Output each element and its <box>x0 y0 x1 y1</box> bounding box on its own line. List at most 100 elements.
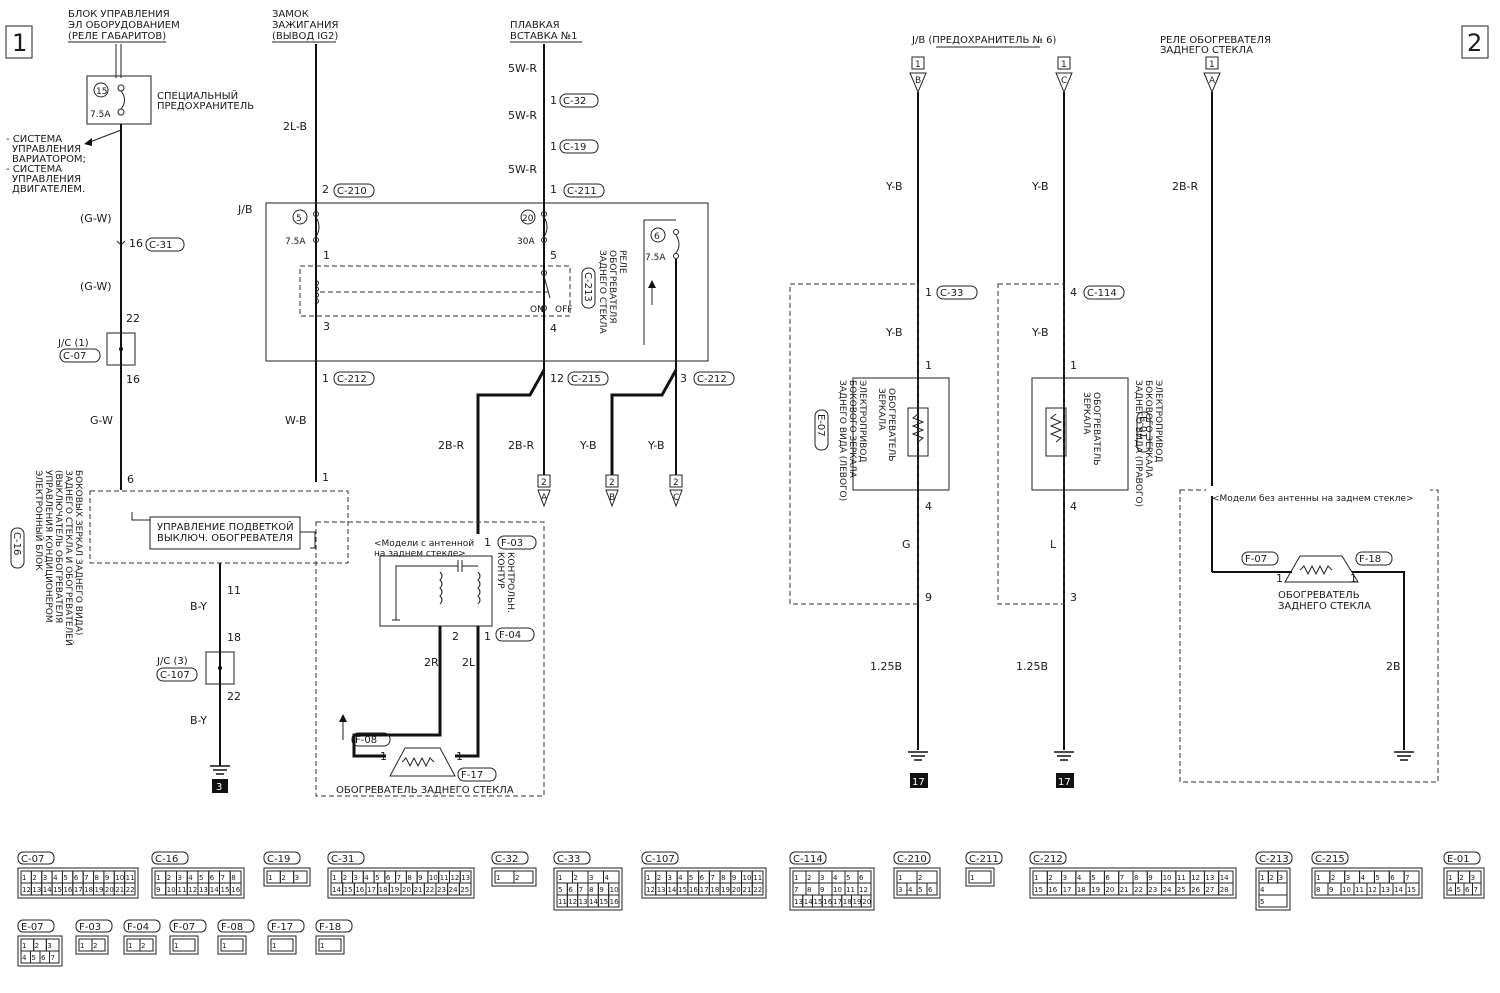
connector-key-pin: 3 <box>1279 874 1283 882</box>
connector-key-pin: 18 <box>710 886 719 894</box>
svg-text:ВАРИАТОРОМ;: ВАРИАТОРОМ; <box>12 154 86 165</box>
svg-text:Y-B: Y-B <box>885 180 903 193</box>
left-mirror-heater: 1 4 <box>852 359 950 513</box>
fusible-link-label: ПЛАВКАЯ ВСТАВКА №1 <box>510 20 582 43</box>
ref-b: 2 B <box>605 474 619 508</box>
conn-c33-label: C-33 <box>936 285 978 300</box>
sheet-number-1: 1 <box>5 25 33 59</box>
connector-key-pin: 9 <box>156 886 160 894</box>
svg-text:3: 3 <box>680 372 687 385</box>
connector-key-name: C-107 <box>645 854 675 865</box>
rear-defogger-relay-label: РЕЛЕ ОБОГРЕВАТЕЛЯ ЗАДНЕГО СТЕКЛА <box>1160 35 1271 56</box>
connector-key-pin: 22 <box>126 886 135 894</box>
connector-key-pin: 5 <box>199 874 203 882</box>
connector-key-name: C-211 <box>969 854 999 865</box>
connector-key-pin: 11 <box>1355 886 1364 894</box>
svg-text:C-213: C-213 <box>582 272 593 302</box>
relay-jb-label: РЕЛЕ ОБОГРЕВАТЕЛЯ ЗАДНЕГО СТЕКЛА <box>597 250 627 334</box>
connector-key-pin: 14 <box>1394 886 1403 894</box>
connector-key-pin: 1 <box>1034 874 1038 882</box>
connector-key-pin: 13 <box>199 886 208 894</box>
connector-key-pin: 20 <box>105 886 114 894</box>
connector-key-pin: 18 <box>843 898 852 906</box>
svg-text:1: 1 <box>323 249 330 262</box>
svg-text:УПРАВЛЕНИЯ КОНДИЦИОНЕРОМ: УПРАВЛЕНИЯ КОНДИЦИОНЕРОМ <box>43 470 53 623</box>
connector-key-name: C-213 <box>1259 854 1289 865</box>
connector-key-name: C-215 <box>1315 854 1345 865</box>
connector-key-pin: 6 <box>1465 886 1470 894</box>
connector-key-pin: 12 <box>646 886 655 894</box>
connector-key-pin: 5 <box>689 874 693 882</box>
svg-text:C-211: C-211 <box>567 186 597 197</box>
svg-text:W-B: W-B <box>285 414 307 427</box>
connector-key-pin: 4 <box>1448 886 1453 894</box>
svg-text:E-07: E-07 <box>815 414 826 437</box>
svg-text:F-07: F-07 <box>1245 554 1267 565</box>
connector-key-pin: 6 <box>41 954 46 962</box>
svg-text:2: 2 <box>452 630 459 643</box>
ignition-switch-label: ЗАМОК ЗАЖИГАНИЯ (ВЫВОД IG2) <box>272 9 338 43</box>
connector-key-pin: 1 <box>646 874 650 882</box>
conn-c213-label: C-213 <box>581 267 596 309</box>
connector-key-pin: 3 <box>295 874 299 882</box>
conn-c31-label: C-31 <box>145 237 185 252</box>
connector-key-pin: 15 <box>678 886 687 894</box>
connector-key-pin: 22 <box>753 886 762 894</box>
connector-key-pin: 16 <box>63 886 72 894</box>
connector-key-pin: 7 <box>1120 874 1124 882</box>
connector-key-pin: 6 <box>700 874 705 882</box>
conn-c19-label: C-19 <box>559 139 599 154</box>
svg-text:A: A <box>1209 76 1216 86</box>
connector-key-pin: 6 <box>74 874 79 882</box>
ac-unit-conn: C-16 <box>10 527 25 569</box>
conn-c212a-label: C-212 <box>333 371 375 386</box>
svg-text:5W-R: 5W-R <box>508 109 537 122</box>
svg-text:6: 6 <box>127 473 134 486</box>
svg-text:1: 1 <box>915 60 921 70</box>
connector-key-pin: 5 <box>1260 898 1264 906</box>
connector-key-pin: 20 <box>732 886 741 894</box>
connector-key-pin: 14 <box>804 898 813 906</box>
connector-key-pin: 20 <box>402 886 411 894</box>
svg-text:СПЕЦИАЛЬНЫЙ: СПЕЦИАЛЬНЫЙ <box>157 89 238 102</box>
connector-key-pin: 8 <box>407 874 411 882</box>
connector-key-pin: 3 <box>589 874 593 882</box>
svg-text:1.25B: 1.25B <box>870 660 902 673</box>
svg-text:УПРАВЛЕНИЕ ПОДВЕТКОЙ: УПРАВЛЕНИЕ ПОДВЕТКОЙ <box>157 520 294 533</box>
svg-text:5: 5 <box>550 249 557 262</box>
svg-text:4: 4 <box>550 322 557 335</box>
conn-c210-label: C-210 <box>333 183 375 198</box>
svg-text:ЗЕРКАЛА: ЗЕРКАЛА <box>876 388 886 431</box>
svg-text:22: 22 <box>227 690 241 703</box>
connector-key-pin: 15 <box>221 886 230 894</box>
svg-text:ОБОГРЕВАТЕЛЬ ЗАДНЕГО СТЕКЛА: ОБОГРЕВАТЕЛЬ ЗАДНЕГО СТЕКЛА <box>336 785 514 796</box>
svg-text:9: 9 <box>925 591 932 604</box>
svg-text:1: 1 <box>550 94 557 107</box>
connector-key-pin: 11 <box>753 874 762 882</box>
svg-text:(G-W): (G-W) <box>80 212 112 225</box>
connector-key-pin: 16 <box>1048 886 1057 894</box>
svg-text:1: 1 <box>1350 572 1357 585</box>
connector-key-pin: 6 <box>386 874 391 882</box>
connector-key-pin: 7 <box>1405 874 1409 882</box>
top-ref-c: 1 C <box>1055 56 1073 94</box>
connector-key-name: C-33 <box>557 854 580 865</box>
connector-key-pin: 16 <box>823 898 832 906</box>
connector-key-pin: 3 <box>1063 874 1067 882</box>
svg-text:1: 1 <box>1276 572 1283 585</box>
svg-text:OFF: OFF <box>555 305 572 315</box>
svg-text:1: 1 <box>1070 359 1077 372</box>
connector-key-pin: 7 <box>710 874 714 882</box>
svg-text:E-01: E-01 <box>1137 416 1148 439</box>
connector-key-pin: 2 <box>1459 874 1463 882</box>
connector-key-name: F-08 <box>221 922 243 933</box>
connector-key-pin: 7 <box>51 954 55 962</box>
svg-text:ЭЛ ОБОРУДОВАНИЕМ: ЭЛ ОБОРУДОВАНИЕМ <box>68 20 180 31</box>
connector-key-pin: 1 <box>496 874 500 882</box>
connector-key-pin: 4 <box>908 886 913 894</box>
conn-c32-label: C-32 <box>559 93 599 108</box>
